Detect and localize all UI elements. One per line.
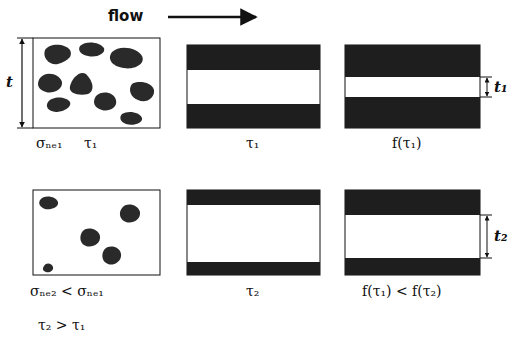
- particle: [44, 45, 71, 65]
- dimension-line: [21, 39, 22, 127]
- dimension-label: t₁: [494, 79, 508, 96]
- panel-frame: [345, 190, 480, 275]
- particle: [39, 196, 58, 209]
- particle: [38, 74, 62, 93]
- particle: [102, 247, 121, 265]
- particle: [120, 205, 140, 223]
- dark-band: [187, 104, 320, 128]
- panel-frame: [187, 45, 320, 128]
- caption-label: τ₂ > τ₁: [38, 318, 85, 333]
- dimension-tick: [17, 128, 33, 129]
- caption-label: σₙₑ₂ < σₙₑ₁: [30, 284, 104, 299]
- dimension-tick: [480, 77, 492, 78]
- dimension-tick: [480, 215, 492, 216]
- dark-band: [345, 97, 480, 128]
- particle: [43, 263, 53, 272]
- particle: [47, 98, 70, 113]
- dark-band: [345, 45, 480, 77]
- particle: [70, 73, 93, 95]
- dark-band: [345, 258, 480, 275]
- dimension-line: [487, 216, 488, 257]
- dimension-label: t: [6, 74, 13, 91]
- caption-label: τ₁: [84, 136, 97, 151]
- dark-band: [345, 190, 480, 215]
- flow-arrow: [168, 16, 256, 19]
- caption-label: f(τ₁): [392, 136, 421, 151]
- dimension-tick: [17, 38, 33, 39]
- dark-band: [187, 262, 320, 275]
- particle: [110, 48, 143, 69]
- particle: [120, 112, 142, 125]
- caption-label: τ₂: [246, 284, 259, 299]
- particles: [38, 42, 154, 124]
- dark-band: [187, 45, 320, 70]
- dimension-label: t₂: [494, 228, 508, 245]
- panel-frame: [345, 45, 480, 128]
- flow-label: flow: [108, 8, 143, 25]
- caption-label: f(τ₁) < f(τ₂): [362, 284, 442, 299]
- particle: [80, 229, 100, 247]
- dimension-line: [487, 78, 488, 96]
- particles: [39, 196, 140, 272]
- caption-label: τ₁: [246, 136, 259, 151]
- panel-frame: [33, 38, 160, 128]
- dark-band: [187, 190, 320, 205]
- particle: [130, 82, 154, 101]
- dimension-tick: [480, 97, 492, 98]
- dimension-tick: [480, 258, 492, 259]
- particle: [79, 42, 104, 56]
- particle: [94, 93, 116, 111]
- caption-label: σₙₑ₁: [36, 136, 63, 151]
- panel-frame: [33, 190, 160, 275]
- panel-frame: [187, 190, 320, 275]
